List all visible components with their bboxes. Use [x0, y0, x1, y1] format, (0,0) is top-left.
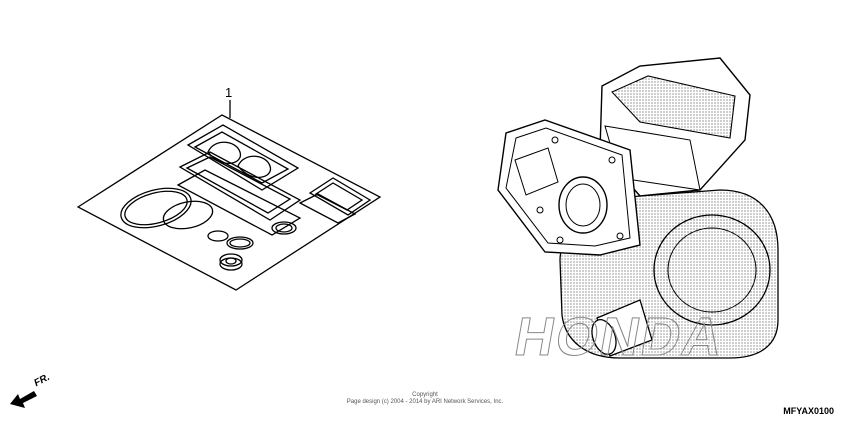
- copyright-title: Copyright: [412, 392, 438, 398]
- copyright-notice: Copyright Page design (c) 2004 - 2014 by…: [300, 392, 550, 406]
- honda-watermark: HONDA: [510, 306, 729, 367]
- gasket-kit-icon[interactable]: [76, 100, 382, 291]
- copyright-line: Page design (c) 2004 - 2014 by ARI Netwo…: [346, 399, 504, 405]
- engine-icon[interactable]: [497, 57, 779, 359]
- diagram-code: MFYAX0100: [783, 406, 834, 416]
- fr-arrow-icon: [10, 391, 37, 408]
- part-callout-1: 1: [225, 85, 233, 100]
